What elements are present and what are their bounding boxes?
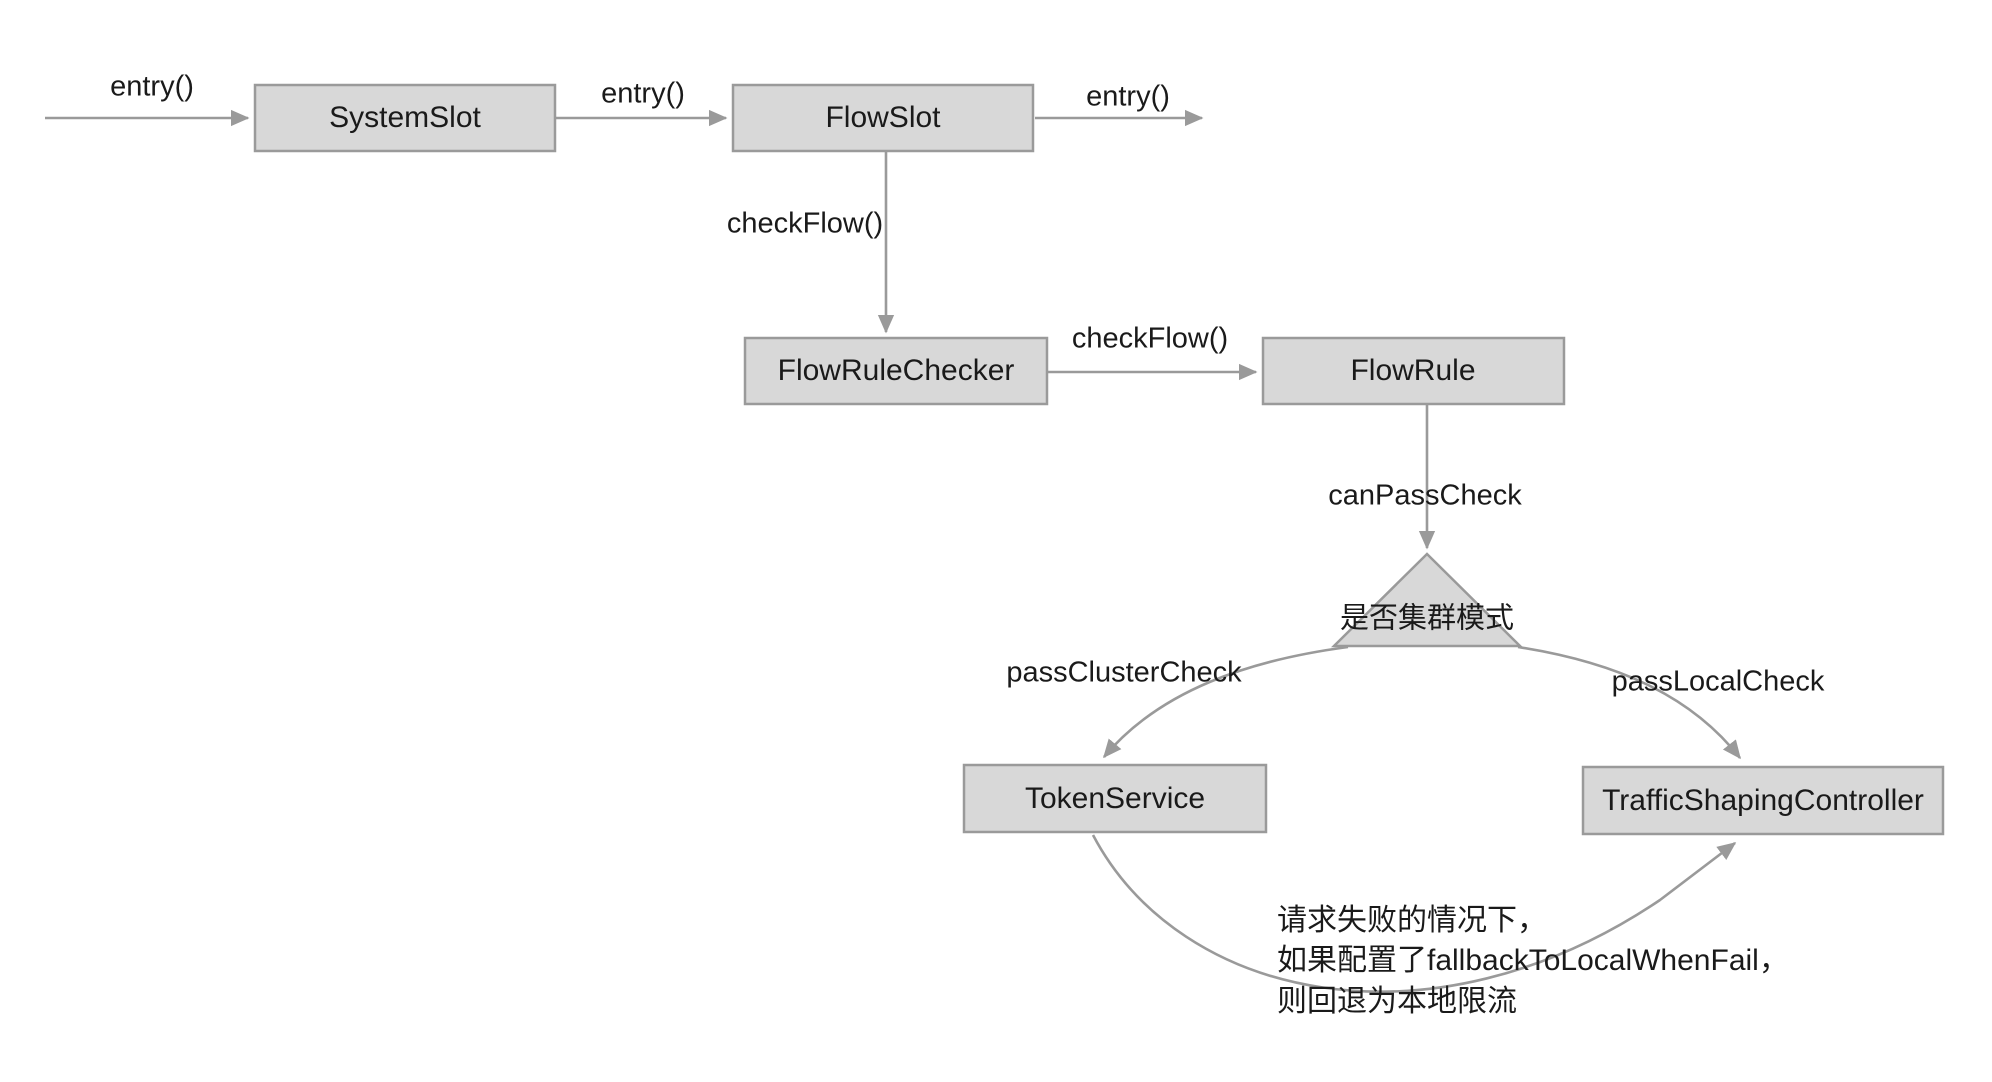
edge-label-flow-to-checker: checkFlow() xyxy=(727,208,883,240)
node-system-slot[interactable]: SystemSlot xyxy=(253,83,557,153)
node-label-cluster-mode-decision: 是否集群模式 xyxy=(1340,602,1514,635)
node-label-token-service: TokenService xyxy=(1025,782,1205,815)
node-flow-slot[interactable]: FlowSlot xyxy=(731,83,1035,153)
node-label-flow-slot: FlowSlot xyxy=(825,101,941,134)
edge-decision-to-traffic-shaping-controller: passLocalCheck xyxy=(1517,645,1825,760)
node-flow-rule-checker[interactable]: FlowRuleChecker xyxy=(743,336,1049,406)
node-label-system-slot: SystemSlot xyxy=(329,101,481,134)
fallback-note-line-3: 则回退为本地限流 xyxy=(1277,985,1517,1018)
edge-token-service-fallback xyxy=(1091,834,1737,993)
edge-label-flow-entry-out: entry() xyxy=(1086,81,1170,113)
node-cluster-mode-decision[interactable]: 是否集群模式 xyxy=(1330,552,1524,648)
edge-checker-to-rule: checkFlow() xyxy=(1048,323,1258,381)
edge-flow-entry-out: entry() xyxy=(1035,81,1204,127)
node-flow-rule[interactable]: FlowRule xyxy=(1261,336,1566,406)
fallback-note: 请求失败的情况下， 如果配置了fallbackToLocalWhenFail， … xyxy=(1277,904,1789,1018)
edge-label-pass-cluster-check: passClusterCheck xyxy=(1006,657,1242,689)
node-label-flow-rule-checker: FlowRuleChecker xyxy=(778,354,1015,387)
edge-label-can-pass-check: canPassCheck xyxy=(1328,480,1522,512)
edge-label-system-to-flow: entry() xyxy=(601,78,685,110)
edge-rule-to-decision: canPassCheck xyxy=(1328,405,1522,550)
fallback-note-line-1: 请求失败的情况下， xyxy=(1277,904,1547,937)
edge-decision-to-token-service: passClusterCheck xyxy=(1006,645,1349,759)
edge-label-checker-to-rule: checkFlow() xyxy=(1072,323,1228,355)
edge-label-pass-local-check: passLocalCheck xyxy=(1612,666,1825,698)
edge-entry-in: entry() xyxy=(45,71,250,127)
node-traffic-shaping-controller[interactable]: TrafficShapingController xyxy=(1581,765,1945,836)
edge-system-to-flow: entry() xyxy=(556,78,728,127)
node-label-flow-rule: FlowRule xyxy=(1350,354,1475,387)
edge-flow-to-checker: checkFlow() xyxy=(727,152,895,334)
edge-label-entry-in: entry() xyxy=(110,71,194,103)
node-label-traffic-shaping-controller: TrafficShapingController xyxy=(1602,784,1924,817)
node-token-service[interactable]: TokenService xyxy=(962,763,1268,834)
fallback-note-line-2: 如果配置了fallbackToLocalWhenFail， xyxy=(1277,944,1789,977)
